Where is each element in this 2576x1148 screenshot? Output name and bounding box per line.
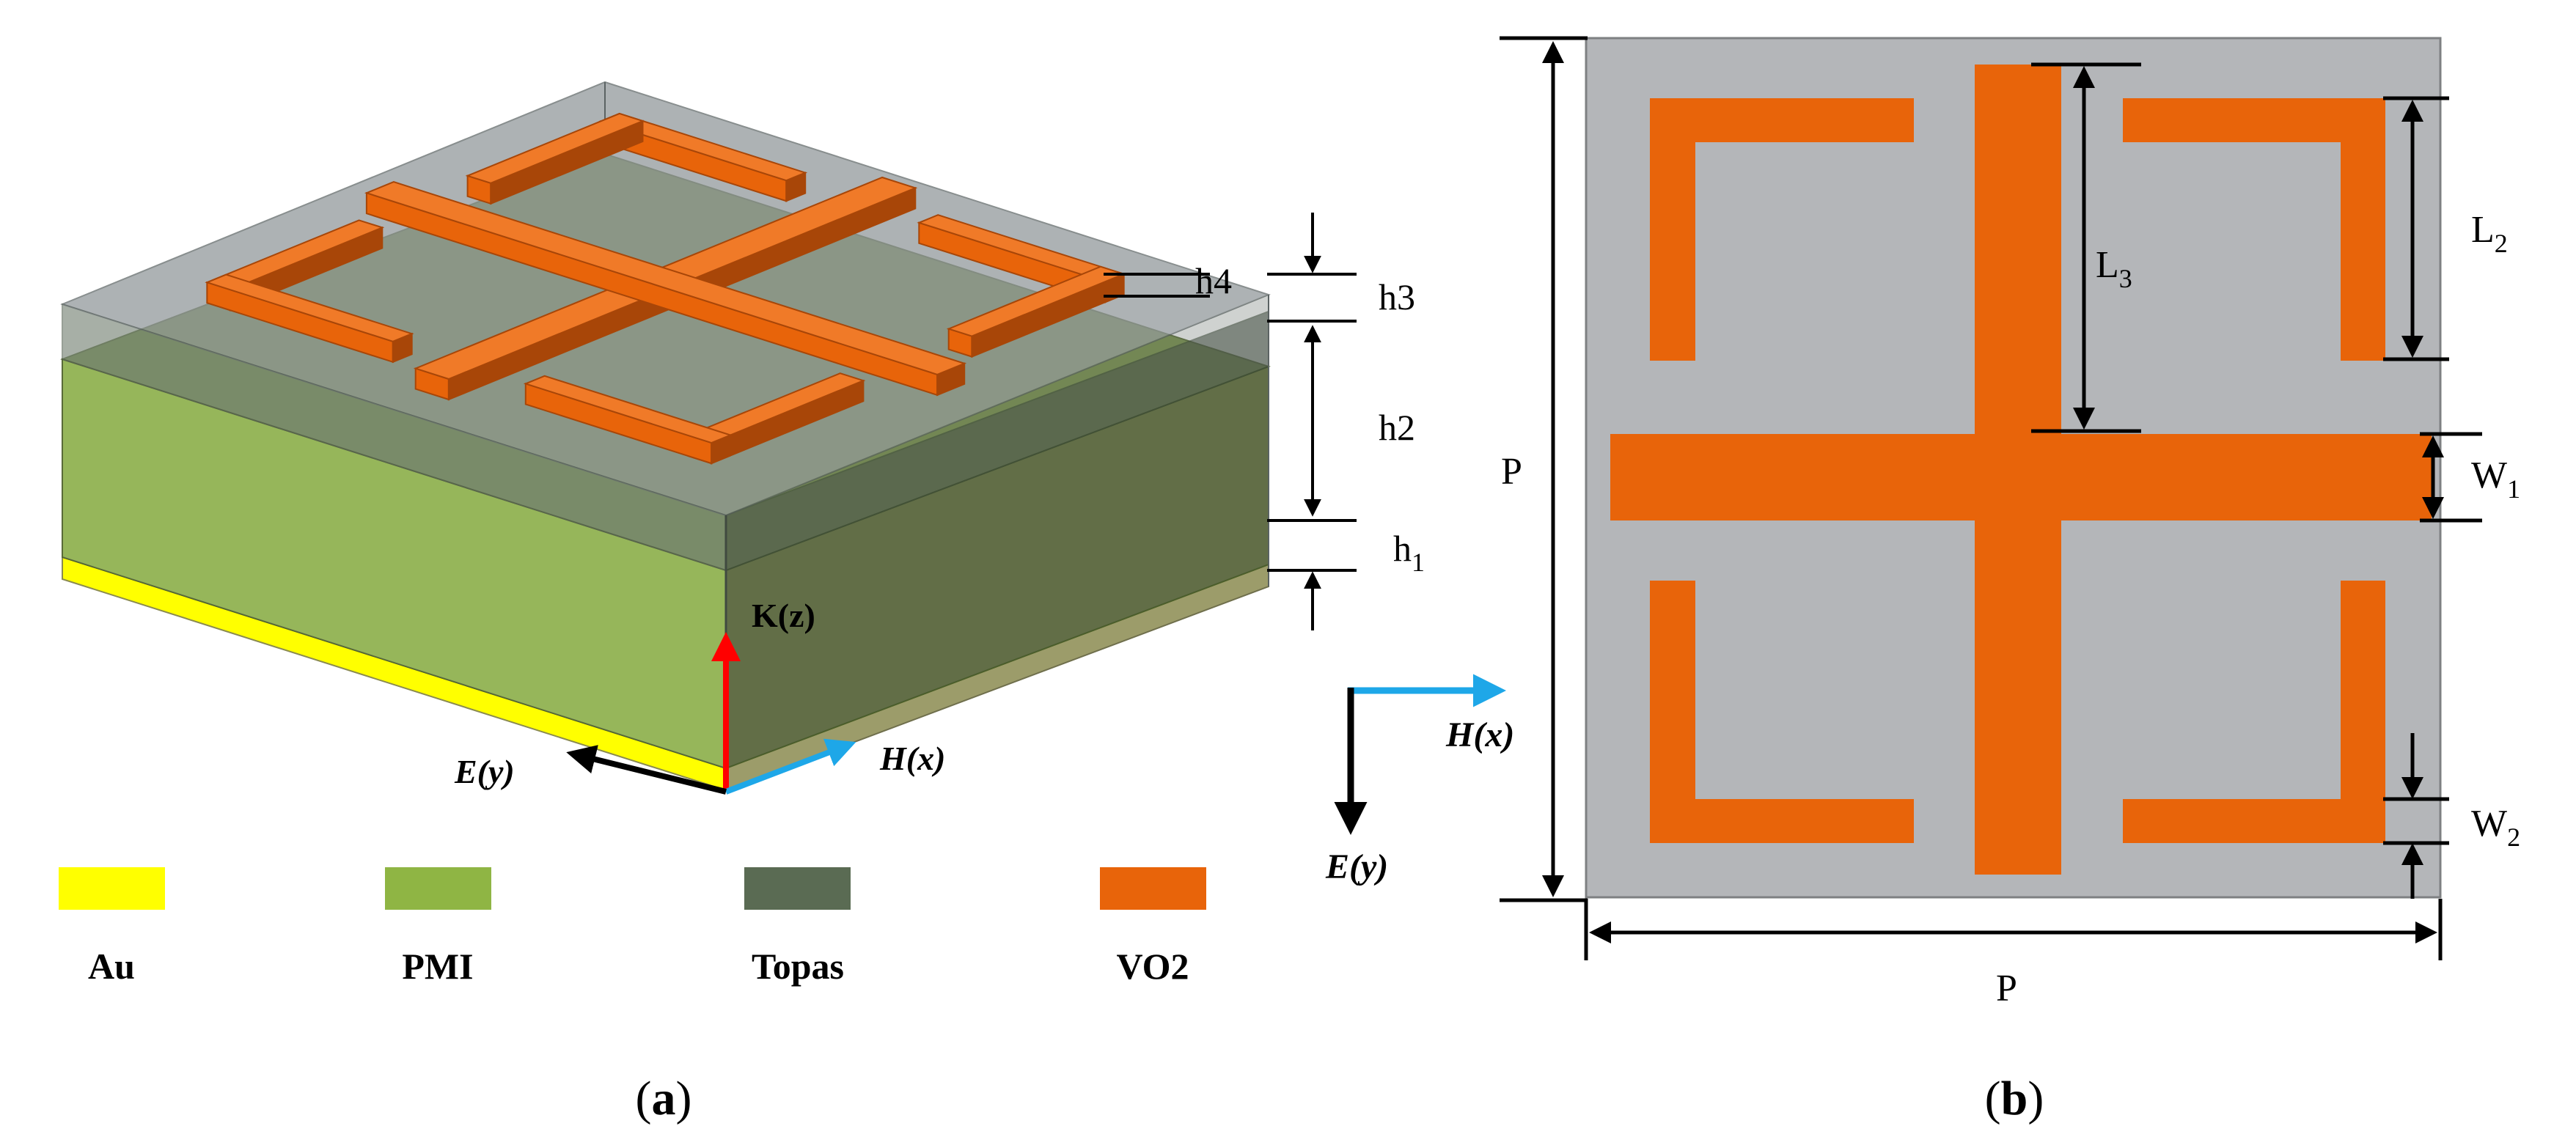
p-bottom-label: P	[1996, 968, 2017, 1009]
bracket-back-left-v	[465, 112, 645, 205]
h-axis-label-a: H(x)	[879, 740, 945, 777]
panel-a-3d-view: h4 h3 h2 h1 K(z) H(x) E(y) Au PMI Topas …	[59, 81, 1425, 1125]
h4-label: h4	[1195, 260, 1232, 301]
legend: Au PMI Topas VO2	[59, 867, 1206, 987]
vo2-pattern-top	[1610, 65, 2432, 875]
h-axis-arrow	[724, 738, 856, 795]
e-axis-label-b: E(y)	[1325, 847, 1388, 886]
legend-label-pmi: PMI	[402, 946, 473, 987]
w2-label: W2	[2471, 803, 2520, 852]
dimension-marks-b	[1500, 36, 2482, 960]
corner-bracket-top-right	[2123, 98, 2385, 361]
dimension-marks-a	[1104, 213, 1357, 630]
legend-swatch-pmi	[385, 867, 491, 910]
bracket-front-left-h	[205, 273, 414, 364]
e-axis-label-a: E(y)	[454, 753, 515, 790]
h2-label: h2	[1379, 407, 1415, 448]
caption-a: (a)	[636, 1072, 692, 1125]
l3-label: L3	[2096, 244, 2132, 293]
legend-label-au: Au	[88, 946, 135, 987]
corner-bracket-top-left	[1650, 98, 1914, 361]
w1-label: W1	[2471, 455, 2520, 504]
legend-swatch-au	[59, 867, 165, 910]
p-left-label: P	[1501, 451, 1522, 493]
h-axis-label-b: H(x)	[1445, 715, 1514, 754]
l2-label: L2	[2471, 209, 2508, 258]
corner-bracket-bottom-right	[2123, 581, 2385, 843]
legend-label-topas: Topas	[752, 946, 844, 987]
h3-label: h3	[1379, 276, 1415, 317]
legend-swatch-vo2	[1100, 867, 1206, 910]
h1-label: h1	[1393, 528, 1425, 577]
vo2-resonator	[205, 112, 1126, 465]
axes-a	[566, 632, 856, 795]
axes-b	[1334, 674, 1506, 835]
k-axis-label: K(z)	[752, 597, 815, 634]
cross-horizontal-bar	[1610, 434, 2432, 520]
bracket-front-right-h	[523, 375, 733, 465]
e-axis-arrow	[566, 745, 727, 795]
legend-label-vo2: VO2	[1117, 946, 1189, 987]
caption-b: (b)	[1985, 1072, 2044, 1125]
bracket-back-right-v	[946, 265, 1126, 358]
panel-b-top-view: P P L3 L2 W1 W2 H(x) E(y) (b)	[1325, 36, 2520, 1125]
cross-bar-h	[364, 181, 967, 397]
legend-swatch-topas	[744, 867, 851, 910]
corner-bracket-bottom-left	[1650, 581, 1914, 843]
